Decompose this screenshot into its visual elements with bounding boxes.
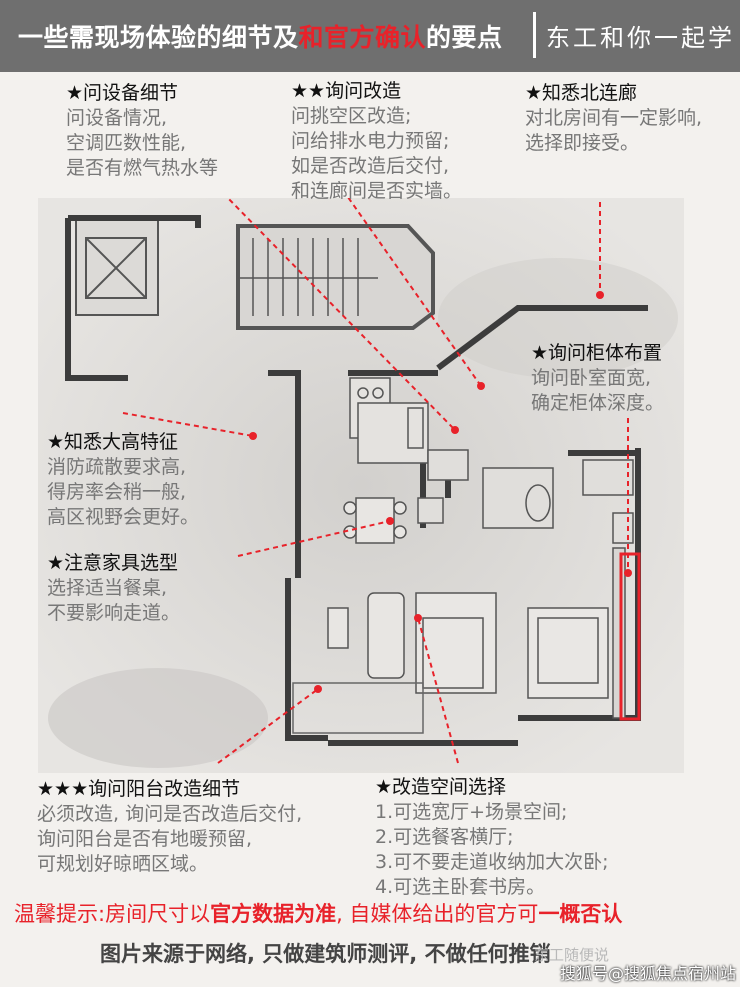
plan-walls	[65, 215, 648, 746]
note-line: 问给排水电力预留;	[291, 130, 450, 152]
note-line: 高区视野会更好。	[47, 506, 200, 528]
warm-tip: 温馨提示:房间尺寸以官方数据为准, 自媒体给出的官方可一概否认	[14, 898, 622, 928]
note-cabinet: ★询问柜体布置 询问卧室面宽, 确定柜体深度。	[531, 341, 664, 416]
note-modification: ★★询问改造 问挑空区改造; 问给排水电力预留; 如是否改造后交付, 和连廊间是…	[291, 79, 462, 204]
elevator-block	[75, 219, 159, 316]
note-space: ★改造空间选择 1.可选宽厅+场景空间; 2.可选餐客横厅; 3.可不要走道收纳…	[375, 775, 609, 900]
note-title: ★问设备细节	[66, 82, 179, 104]
note-line: 2.可选餐客横厅;	[375, 826, 514, 848]
note-line: 选择适当餐桌,	[47, 577, 168, 599]
watermark-site: 搜狐号@搜狐焦点宿州站	[560, 964, 737, 983]
note-balcony: ★★★询问阳台改造细节 必须改造, 询问是否改造后交付, 询问阳台是否有地暖预留…	[37, 777, 302, 877]
note-equipment: ★问设备细节 问设备情况, 空调匹数性能, 是否有燃气热水等	[66, 81, 218, 181]
note-line: 询问卧室面宽,	[531, 367, 652, 389]
note-line: 不要影响走道。	[47, 602, 181, 624]
note-line: 对北房间有一定影响,	[525, 107, 703, 129]
plan-wash-stain	[48, 668, 268, 768]
bathrooms	[417, 449, 634, 544]
note-line: 如是否改造后交付,	[291, 155, 450, 177]
note-line: 是否有燃气热水等	[66, 157, 219, 179]
note-line: 1.可选宽厅+场景空间;	[375, 801, 568, 823]
note-line: 选择即接受。	[525, 132, 640, 154]
note-line: 可规划好晾晒区域。	[37, 853, 209, 875]
header-banner: 一些需现场体验的细节及和官方确认的要点 东工和你一起学	[0, 0, 740, 72]
image-source-note: 图片来源于网络, 只做建筑师测评, 不做任何推销	[100, 942, 551, 966]
header-divider	[533, 12, 536, 58]
bedrooms	[415, 547, 626, 719]
note-line: 4.可选主卧套书房。	[375, 876, 546, 898]
note-title: ★★询问改造	[291, 80, 402, 102]
note-title: ★改造空间选择	[375, 776, 507, 798]
note-line: 消防疏散要求高,	[47, 456, 187, 478]
tip-bold-deny: 一概否认	[538, 902, 623, 926]
note-line: 和连廊间是否实墙。	[291, 180, 463, 202]
note-line: 问挑空区改造;	[291, 105, 412, 127]
header-slogan: 东工和你一起学	[546, 24, 735, 52]
floor-plan	[38, 198, 684, 773]
note-line: 得房率会稍一般,	[47, 481, 187, 503]
header-title-highlight: 和官方确认	[298, 23, 427, 52]
stairwell	[236, 224, 435, 330]
leader-lines	[122, 198, 629, 764]
note-line: 3.可不要走道收纳加大次卧;	[375, 851, 609, 873]
note-title: ★注意家具选型	[47, 552, 179, 574]
watermark-account: 东工随便说	[534, 946, 610, 964]
note-line: 空调匹数性能,	[66, 132, 187, 154]
note-line: 必须改造, 询问是否改造后交付,	[37, 803, 303, 825]
note-line: 确定柜体深度。	[531, 392, 665, 414]
header-title-part1: 一些需现场体验的细节及	[18, 23, 299, 52]
note-furniture: ★注意家具选型 选择适当餐桌, 不要影响走道。	[47, 551, 180, 626]
note-corridor: ★知悉北连廊 对北房间有一定影响, 选择即接受。	[525, 81, 702, 156]
header-title: 一些需现场体验的细节及和官方确认的要点	[18, 18, 503, 54]
tip-middle: , 自媒体给出的官方可	[336, 902, 539, 926]
note-line: 问设备情况,	[66, 107, 168, 129]
note-title: ★★★询问阳台改造细节	[37, 778, 241, 800]
plan-wash-stain	[438, 258, 678, 378]
header-title-part2: 的要点	[426, 23, 503, 52]
cabinet-highlight-box	[619, 552, 641, 721]
living-sofa	[327, 592, 405, 679]
note-title: ★知悉北连廊	[525, 82, 638, 104]
tip-prefix: 温馨提示:房间尺寸以	[14, 902, 211, 926]
kitchen	[349, 377, 429, 464]
note-title: ★知悉大高特征	[47, 431, 179, 453]
note-title: ★询问柜体布置	[531, 342, 663, 364]
note-highrise: ★知悉大高特征 消防疏散要求高, 得房率会稍一般, 高区视野会更好。	[47, 430, 199, 530]
tip-bold-official: 官方数据为准	[210, 902, 337, 926]
note-line: 询问阳台是否有地暖预留,	[37, 828, 253, 850]
